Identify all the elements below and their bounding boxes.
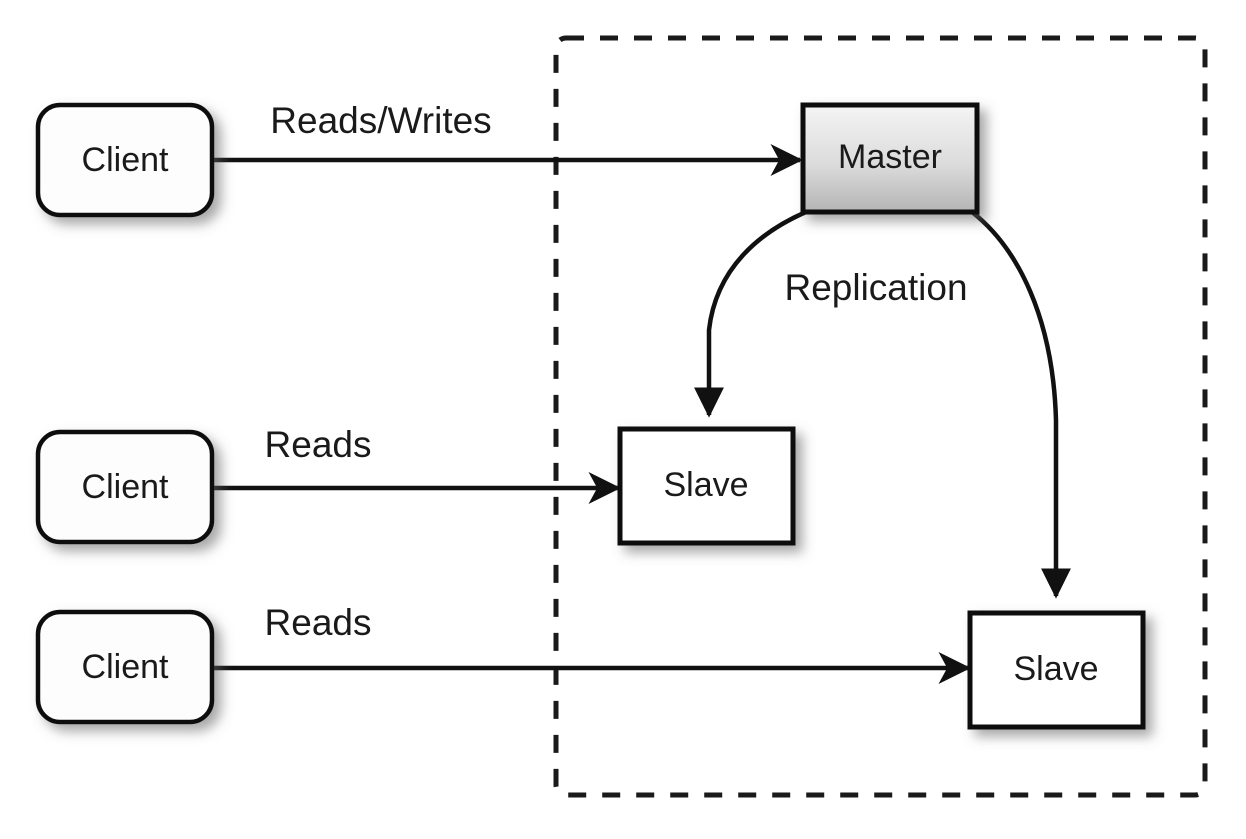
edge-label-reads-writes: Reads/Writes <box>270 100 491 141</box>
slave-label: Slave <box>1013 650 1098 688</box>
edge-master-to-slave2 <box>970 210 1071 599</box>
master-node[interactable]: Master <box>800 102 980 215</box>
slave-box <box>617 426 796 546</box>
slave-node-1[interactable]: Slave <box>617 426 796 546</box>
master-label: Master <box>838 138 942 176</box>
client-box <box>35 429 215 545</box>
client-label: Client <box>82 468 169 506</box>
client-box <box>35 609 215 725</box>
edge-master-to-slave1 <box>694 209 807 418</box>
edge-label-reads-1: Reads <box>265 424 372 465</box>
client-node-2[interactable]: Client <box>35 429 215 545</box>
client-node-1[interactable]: Client <box>35 102 215 218</box>
slave-node-2[interactable]: Slave <box>967 610 1146 730</box>
client-label: Client <box>82 141 169 179</box>
edge-label-reads-2: Reads <box>265 602 372 643</box>
client-box <box>35 102 215 218</box>
slave-label: Slave <box>663 466 748 504</box>
client-label: Client <box>82 648 169 686</box>
replication-cluster-boundary <box>553 35 1208 798</box>
client-node-3[interactable]: Client <box>35 609 215 725</box>
slave-box <box>967 610 1146 730</box>
master-box <box>800 102 980 215</box>
edge-label-replication: Replication <box>784 267 967 308</box>
